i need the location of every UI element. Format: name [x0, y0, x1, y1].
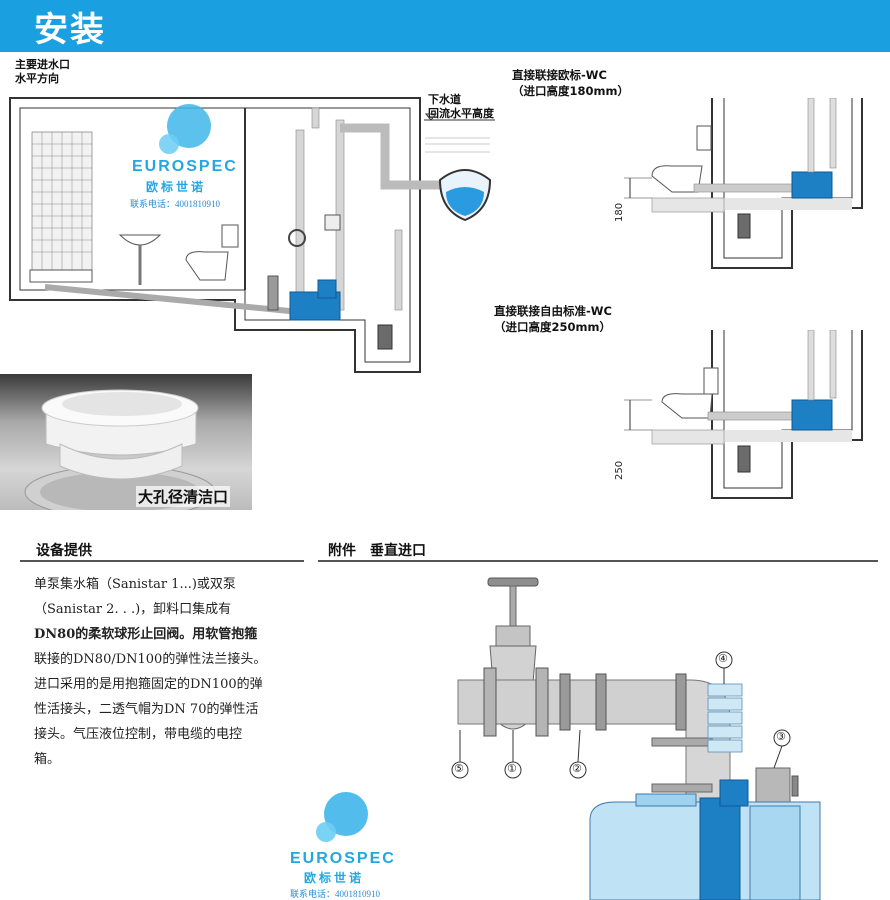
equipment-line: 箱。: [34, 752, 61, 767]
equipment-text: 单泵集水箱（Sanistar 1...)或双泵 （Sanistar 2. . .…: [34, 572, 304, 772]
wc-free-diagram: [624, 330, 863, 499]
watermark-brand-bottom: EUROSPEC: [290, 850, 396, 867]
accessories-divider: [318, 560, 878, 562]
page-title: 安装: [34, 10, 106, 50]
equipment-line: 联接的DN80/DN100的弹性法兰接头。: [34, 652, 267, 667]
wc-free-subtitle: （进口高度250mm）: [494, 320, 611, 334]
header-bar: 安装: [0, 0, 890, 52]
accessories-heading: 附件 垂直进口: [328, 543, 426, 559]
callout-3: ③: [776, 730, 786, 743]
callout-4: ④: [718, 652, 728, 665]
inlet-label-1: 主要进水口: [15, 58, 70, 71]
equipment-line: 单泵集水箱（Sanistar 1...)或双泵: [34, 577, 236, 592]
logo-water-drop-icon: [159, 104, 211, 154]
inlet-label-2: 水平方向: [15, 72, 59, 85]
photo-caption: 大孔径清洁口: [136, 486, 231, 507]
watermark-brand-cn-bottom: 欧标世诺: [304, 871, 365, 885]
wc-euro-subtitle: （进口高度180mm）: [512, 84, 629, 98]
equipment-line: 性活接头，二透气帽为DN 70的弹性活: [34, 702, 259, 717]
equipment-line: 接头。气压液位控制，带电缆的电控: [34, 727, 243, 742]
equipment-line: DN80的柔软球形止回阀。用软管抱箍: [34, 627, 258, 642]
watermark-brand: EUROSPEC: [132, 158, 238, 175]
wc-free-dimension: 250: [614, 460, 625, 480]
watermark-tel: 联系电话：4001810910: [130, 199, 221, 209]
watermark-tel-bottom: 联系电话：4001810910: [290, 889, 381, 899]
sewer-label-2: 回流水平高度: [428, 107, 494, 120]
wc-euro-dimension: 180: [614, 202, 625, 222]
cleaning-port-photo: 大孔径清洁口: [0, 374, 252, 510]
callout-1: ①: [507, 762, 517, 775]
equipment-divider: [20, 560, 304, 562]
sewer-label-1: 下水道: [428, 93, 461, 106]
equipment-heading: 设备提供: [36, 543, 92, 559]
wc-euro-title: 直接联接欧标-WC: [512, 68, 607, 82]
equipment-line: （Sanistar 2. . .)，卸料口集成有: [34, 602, 232, 617]
callout-2: ②: [572, 762, 582, 775]
wc-euro-diagram: [624, 98, 863, 269]
vertical-inlet-diagram: [451, 577, 821, 900]
logo-water-drop-icon: [316, 792, 368, 842]
callout-5: ⑤: [454, 762, 464, 775]
main-installation-diagram: [9, 97, 495, 373]
wc-free-title: 直接联接自由标准-WC: [494, 304, 612, 318]
equipment-line: 进口采用的是用抱箍固定的DN100的弹: [34, 677, 263, 692]
watermark-brand-cn: 欧标世诺: [146, 180, 207, 194]
